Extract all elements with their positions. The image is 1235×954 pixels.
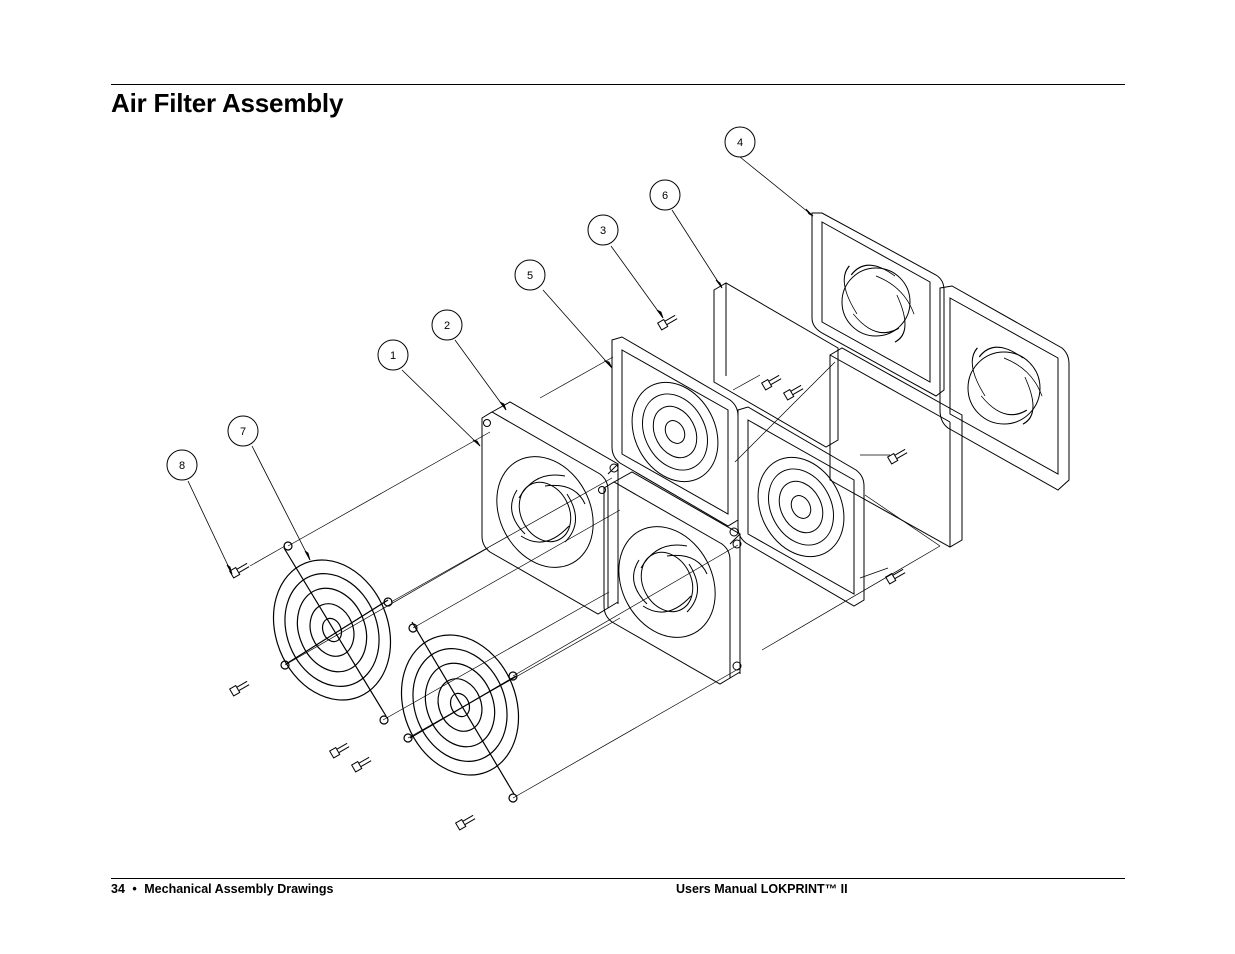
svg-text:5: 5 [527, 270, 533, 282]
callout-2: 2 [431, 309, 463, 341]
svg-text:6: 6 [662, 190, 668, 202]
svg-text:8: 8 [179, 460, 185, 472]
footer-left: 34 • Mechanical Assembly Drawings [111, 882, 333, 896]
top-rule [111, 84, 1125, 85]
fan-guard-lower [737, 406, 865, 607]
wire-guard-left [272, 541, 393, 725]
bottom-rule [111, 878, 1125, 879]
alignment-lines [249, 356, 941, 799]
fan-guard-upper [609, 336, 739, 537]
callout-7: 7 [227, 415, 259, 447]
callout-3: 3 [587, 214, 619, 246]
footer-bullet: • [132, 882, 137, 896]
callout-6: 6 [649, 179, 681, 211]
filter-retainer-upper [811, 212, 945, 397]
screws [228, 314, 908, 831]
svg-text:2: 2 [444, 320, 450, 332]
svg-text:7: 7 [240, 426, 246, 438]
manual-title: Users Manual LOKPRINT™ II [676, 882, 848, 896]
filter-retainer-lower [939, 285, 1070, 491]
page-number: 34 [111, 882, 125, 896]
filter-pad [713, 282, 963, 548]
svg-text:3: 3 [600, 225, 606, 237]
section-title: Mechanical Assembly Drawings [144, 882, 334, 896]
callout-1: 1 [377, 339, 409, 371]
callout-4: 4 [724, 126, 756, 158]
fan-lower [603, 471, 742, 685]
callout-leaders [187, 156, 814, 575]
page-title: Air Filter Assembly [111, 88, 344, 118]
callout-8: 8 [166, 449, 198, 481]
callout-5: 5 [514, 259, 546, 291]
svg-text:1: 1 [390, 350, 396, 362]
wire-guard-right [400, 621, 520, 803]
svg-text:4: 4 [737, 137, 743, 149]
fan-upper [481, 401, 619, 615]
